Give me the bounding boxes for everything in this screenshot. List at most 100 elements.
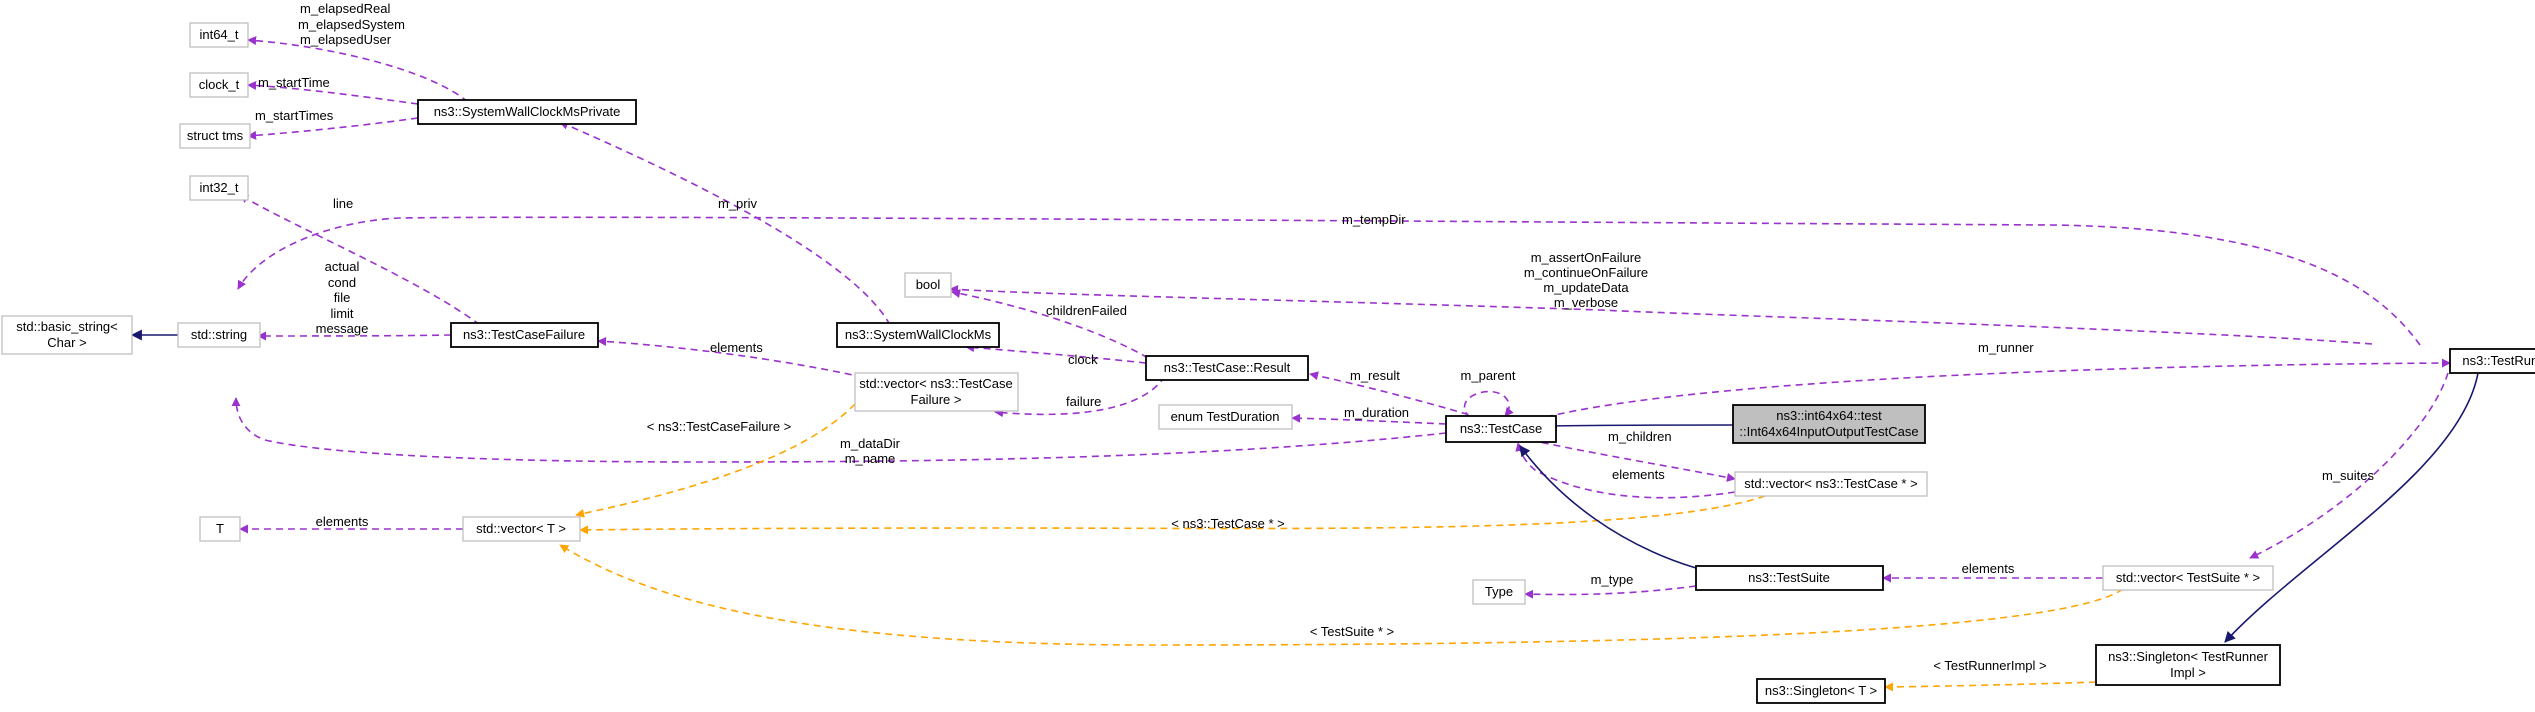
svg-text:ns3::TestSuite: ns3::TestSuite: [1748, 570, 1830, 585]
edge-inherit-singleton: [2224, 372, 2479, 643]
edge-label-elements-tc: elements: [1612, 467, 1665, 482]
edge-label-name: m_name: [845, 451, 896, 466]
node-bool[interactable]: bool: [904, 272, 952, 298]
node-singleton-test-runner-impl[interactable]: ns3::Singleton< TestRunner Impl >: [2095, 644, 2281, 686]
edge-label-tmpl-tc: < ns3::TestCase * >: [1171, 516, 1284, 531]
edge-label-elements-ts: elements: [1962, 561, 2015, 576]
node-system-wall-clock-ms-private[interactable]: ns3::SystemWallClockMsPrivate: [417, 99, 637, 125]
edge-failure-fields: actual cond file limit message: [257, 259, 452, 341]
edge-label-start-time: m_startTime: [258, 75, 330, 90]
edge-label-limit: limit: [330, 306, 353, 321]
node-std-string[interactable]: std::string: [177, 322, 261, 348]
node-vector-T[interactable]: std::vector< T >: [462, 516, 581, 542]
node-test-suite[interactable]: ns3::TestSuite: [1695, 565, 1884, 591]
svg-text:std::basic_string<: std::basic_string<: [16, 319, 118, 334]
edge-label-tmpl-tri: < TestRunnerImpl >: [1933, 658, 2046, 673]
edge-data-name: m_dataDir m_name: [231, 397, 1447, 466]
edge-suites: m_suites: [2249, 372, 2449, 559]
edge-label-elapsed-real: m_elapsedReal: [300, 1, 390, 16]
svg-text:std::vector< ns3::TestCase: std::vector< ns3::TestCase: [859, 376, 1013, 391]
node-int64x64-input-output-test-case[interactable]: ns3::int64x64::test ::Int64x64InputOutpu…: [1732, 404, 1926, 444]
svg-text:ns3::TestRunnerImpl: ns3::TestRunnerImpl: [2462, 353, 2535, 368]
node-enum-test-duration[interactable]: enum TestDuration: [1158, 404, 1293, 430]
edge-label-actual: actual: [325, 259, 360, 274]
edge-label-line: line: [333, 196, 353, 211]
node-basic-string[interactable]: std::basic_string< Char >: [1, 315, 133, 355]
edge-label-cond: cond: [328, 275, 356, 290]
svg-text:Type: Type: [1485, 584, 1513, 599]
edge-label-elapsed-system: m_elapsedSystem: [298, 17, 405, 32]
svg-text:clock_t: clock_t: [199, 77, 240, 92]
svg-text:std::vector< ns3::TestCase * >: std::vector< ns3::TestCase * >: [1744, 476, 1917, 491]
node-test-case[interactable]: ns3::TestCase: [1445, 415, 1557, 443]
edge-label-priv: m_priv: [718, 196, 758, 211]
edge-label-runner: m_runner: [1978, 340, 2034, 355]
node-singleton-T[interactable]: ns3::Singleton< T >: [1756, 678, 1886, 704]
edge-label-clock: clock: [1068, 352, 1098, 367]
edge-label-data-dir: m_dataDir: [840, 436, 901, 451]
svg-text:std::vector< T >: std::vector< T >: [476, 521, 566, 536]
edge-elements-tcf: elements: [597, 337, 876, 381]
edge-label-result: m_result: [1350, 368, 1400, 383]
edge-children-failed: childrenFailed: [951, 289, 1149, 359]
svg-text:std::vector< TestSuite * >: std::vector< TestSuite * >: [2116, 570, 2260, 585]
edge-label-tmpl-tcf: < ns3::TestCaseFailure >: [647, 419, 792, 434]
edge-runner-flags: m_assertOnFailure m_continueOnFailure m_…: [949, 250, 2373, 345]
edge-temp-dir: m_tempDir: [237, 212, 2421, 346]
edge-label-continue-on-failure: m_continueOnFailure: [1524, 265, 1648, 280]
node-T[interactable]: T: [199, 516, 241, 542]
node-vector-test-case-ptr[interactable]: std::vector< ns3::TestCase * >: [1734, 471, 1928, 497]
svg-text:ns3::Singleton< TestRunner: ns3::Singleton< TestRunner: [2108, 649, 2269, 664]
edge-label-duration: m_duration: [1344, 405, 1409, 420]
svg-text:int64_t: int64_t: [199, 27, 238, 42]
node-struct-tms[interactable]: struct tms: [179, 123, 251, 149]
svg-text:ns3::TestCaseFailure: ns3::TestCaseFailure: [463, 327, 585, 342]
edge-inherit-int64test: [1545, 420, 1734, 432]
node-vector-test-case-failure[interactable]: std::vector< ns3::TestCase Failure >: [854, 372, 1019, 412]
node-test-case-result[interactable]: ns3::TestCase::Result: [1145, 355, 1309, 381]
edge-label-verbose: m_verbose: [1554, 295, 1618, 310]
node-int32-t[interactable]: int32_t: [189, 175, 249, 201]
edge-tmpl-ts: < TestSuite * >: [559, 544, 2124, 646]
edge-label-elements-T: elements: [316, 514, 369, 529]
edge-inherit-testsuite: [1519, 445, 1697, 569]
svg-text:ns3::Singleton< T >: ns3::Singleton< T >: [1765, 683, 1877, 698]
edge-label-children: m_children: [1608, 429, 1672, 444]
node-vector-test-suite-ptr[interactable]: std::vector< TestSuite * >: [2102, 565, 2274, 591]
edge-label-file: file: [334, 290, 351, 305]
node-test-case-failure[interactable]: ns3::TestCaseFailure: [450, 322, 599, 348]
node-test-runner-impl[interactable]: ns3::TestRunnerImpl: [2449, 348, 2535, 374]
svg-text:Impl >: Impl >: [2170, 665, 2206, 680]
edge-elements-tc: elements: [1515, 442, 1736, 499]
edge-tmpl-tri: < TestRunnerImpl >: [1884, 658, 2097, 692]
svg-text:Failure >: Failure >: [911, 392, 962, 407]
edge-failure: failure: [994, 375, 1166, 418]
edge-start-times: m_startTimes: [247, 108, 419, 140]
edge-label-m-type: m_type: [1591, 572, 1634, 587]
edge-tmpl-tc: < ns3::TestCase * >: [579, 495, 1766, 535]
svg-text:ns3::TestCase::Result: ns3::TestCase::Result: [1164, 360, 1291, 375]
svg-text:struct tms: struct tms: [187, 128, 244, 143]
edge-label-tmpl-ts: < TestSuite * >: [1310, 624, 1394, 639]
edge-label-start-times: m_startTimes: [255, 108, 334, 123]
edge-runner: m_runner: [1545, 340, 2451, 418]
svg-text:ns3::TestCase: ns3::TestCase: [1460, 421, 1542, 436]
edge-elements-T: elements: [239, 514, 463, 534]
node-system-wall-clock-ms[interactable]: ns3::SystemWallClockMs: [836, 322, 1000, 348]
edge-label-update-data: m_updateData: [1543, 280, 1629, 295]
edge-tmpl-tcf: < ns3::TestCaseFailure >: [575, 403, 856, 518]
node-clock-t[interactable]: clock_t: [189, 72, 249, 98]
edge-label-children-failed: childrenFailed: [1046, 303, 1127, 318]
edge-label-assert-on-failure: m_assertOnFailure: [1531, 250, 1642, 265]
edge-elapsed: m_elapsedReal m_elapsedSystem m_elapsedU…: [247, 1, 469, 103]
svg-text:ns3::SystemWallClockMs: ns3::SystemWallClockMs: [845, 327, 992, 342]
edge-children: m_children: [1529, 429, 1736, 482]
edge-label-parent: m_parent: [1461, 368, 1516, 383]
edge-priv: m_priv: [559, 121, 891, 326]
node-int64-t[interactable]: int64_t: [189, 22, 249, 48]
edge-label-temp-dir: m_tempDir: [1342, 212, 1406, 227]
node-type[interactable]: Type: [1472, 579, 1526, 605]
edge-type: m_type: [1524, 572, 1697, 599]
edge-line: line: [239, 194, 481, 326]
